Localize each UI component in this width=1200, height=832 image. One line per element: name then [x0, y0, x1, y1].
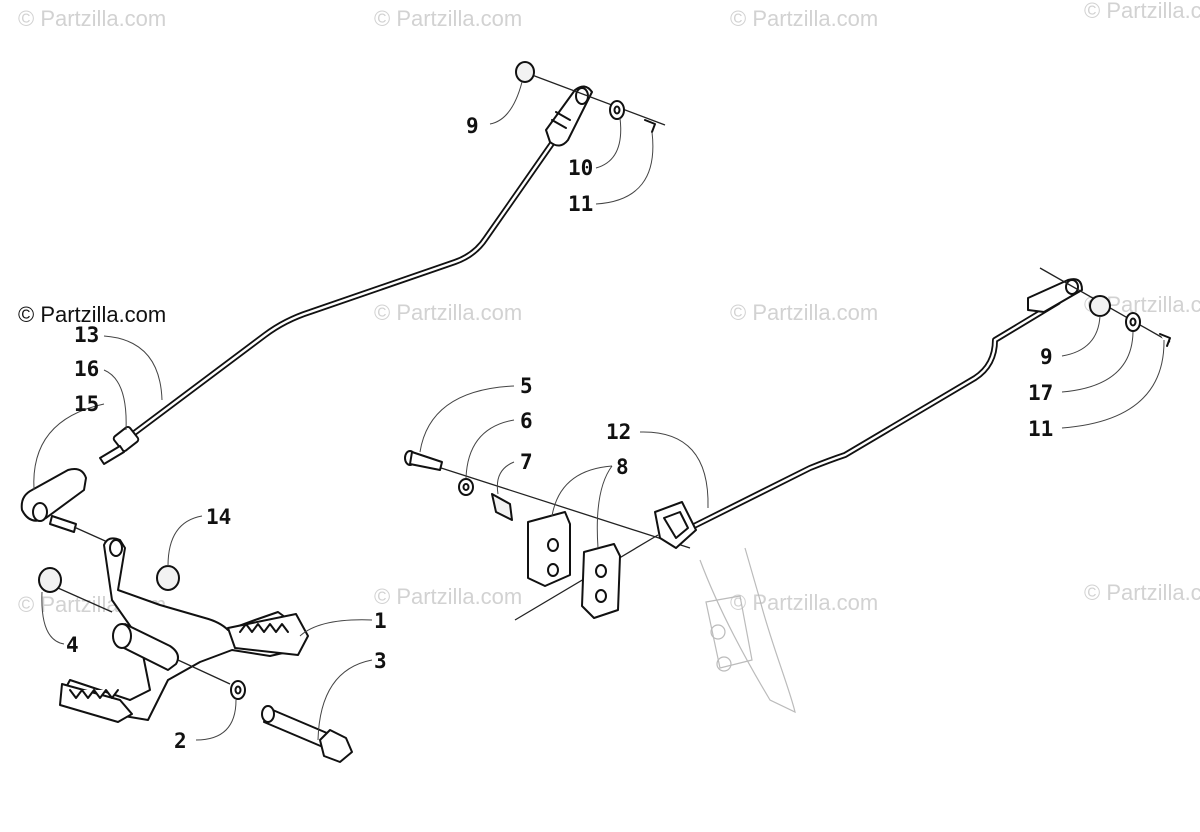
spacer	[491, 493, 513, 521]
pin-axis-line	[531, 74, 666, 126]
washer-hole	[1129, 317, 1137, 327]
leader-lines	[33, 81, 1165, 741]
left-brake-rod	[99, 85, 593, 465]
axis-line	[57, 587, 113, 613]
callout-17: 17	[1028, 381, 1053, 405]
watermark: © Partzilla.com	[730, 300, 878, 325]
nut	[156, 565, 180, 591]
callout-11: 11	[1028, 417, 1053, 441]
callout-10: 10	[568, 156, 593, 180]
watermark-layer: © Partzilla.com © Partzilla.com © Partzi…	[18, 0, 1200, 617]
callout-15: 15	[74, 392, 99, 416]
pin-bushing	[1089, 295, 1111, 317]
rod-end	[20, 468, 87, 533]
callout-9: 9	[1040, 345, 1053, 369]
callout-5: 5	[520, 374, 533, 398]
right-brake-rod	[654, 278, 1083, 549]
callout-4: 4	[66, 633, 79, 657]
callout-7: 7	[520, 450, 533, 474]
callout-12: 12	[606, 420, 631, 444]
callout-2: 2	[174, 729, 187, 753]
callout-13: 13	[74, 323, 99, 347]
watermark: © Partzilla.com	[374, 6, 522, 31]
axis-line	[177, 659, 231, 685]
washer-hole	[613, 105, 621, 115]
pivot-bolt	[261, 705, 353, 763]
cotter-pin	[1159, 333, 1171, 347]
bolt	[404, 450, 443, 471]
washer-hole	[462, 483, 470, 491]
callout-labels: 9 10 11 13 16 15 14 1 3 2 4 5 6 7 8 12 9…	[66, 114, 1053, 753]
callout-8: 8	[616, 455, 629, 479]
watermark: © Partzilla.com	[730, 590, 878, 615]
brake-pedal	[59, 537, 309, 723]
bracket-hole	[595, 589, 607, 603]
watermark: © Partzilla.com	[374, 584, 522, 609]
cotter-pin	[644, 119, 656, 133]
washer-hole	[234, 685, 242, 695]
bracket-hole	[595, 564, 607, 578]
frame-outline	[699, 547, 796, 714]
bracket-hole	[547, 538, 559, 552]
watermark: © Partzilla.com	[1084, 580, 1200, 605]
callout-11: 11	[568, 192, 593, 216]
bracket-plate	[581, 543, 621, 619]
watermark: © Partzilla.com	[374, 300, 522, 325]
axis-line	[409, 457, 691, 549]
callout-14: 14	[206, 505, 231, 529]
pin-bushing	[515, 61, 535, 83]
bracket-hole	[547, 563, 559, 577]
copyright-credit: © Partzilla.com	[18, 302, 166, 327]
callout-6: 6	[520, 409, 533, 433]
callout-9: 9	[466, 114, 479, 138]
callout-16: 16	[74, 357, 99, 381]
watermark: © Partzilla.com	[1084, 0, 1200, 23]
watermark: © Partzilla.com	[18, 6, 166, 31]
watermark: © Partzilla.com	[730, 6, 878, 31]
callout-3: 3	[374, 649, 387, 673]
bushing	[38, 567, 62, 593]
callout-1: 1	[374, 609, 387, 633]
